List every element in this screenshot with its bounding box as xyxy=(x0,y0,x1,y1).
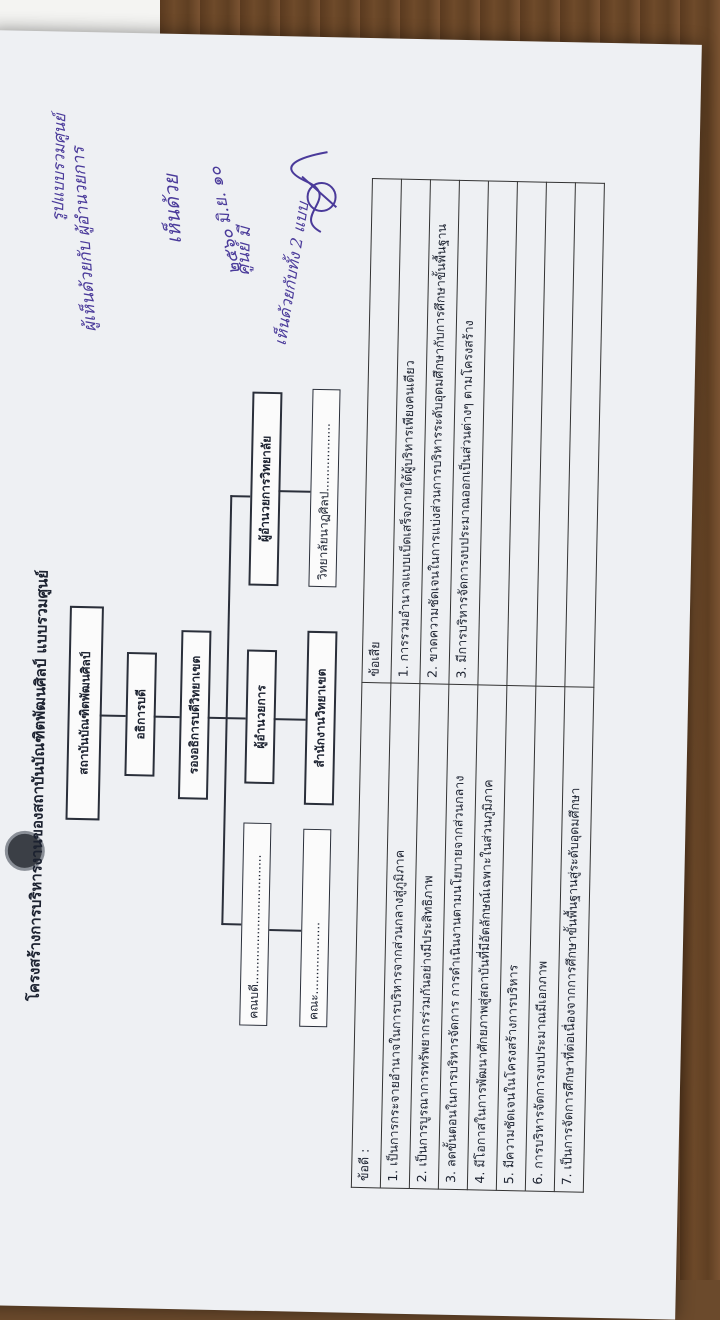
document-sheet: โครงสร้างการบริหารงานของสถาบันบัณฑิตพัฒน… xyxy=(0,30,702,1320)
org-box-institute: สถาบันบัณฑิตพัฒนศิลป์ xyxy=(65,605,104,821)
org-box-director: ผู้อำนวยการ xyxy=(244,649,278,785)
org-connector xyxy=(273,718,306,721)
rotated-document: โครงสร้างการบริหารงานของสถาบันบัณฑิตพัฒน… xyxy=(4,111,668,1284)
org-connector xyxy=(99,714,126,717)
org-connector xyxy=(207,716,226,720)
org-box-dean: คณบดี.................................. xyxy=(239,822,272,1027)
org-box-college-director: ผู้อำนวยการวิทยาลัย xyxy=(248,391,283,587)
org-box-faculty: คณะ................... xyxy=(299,828,332,1028)
org-connector xyxy=(153,715,180,719)
org-box-president: อธิการบดี xyxy=(124,652,157,777)
handwritten-note: รูปแบบรวมศูนย์ xyxy=(48,113,70,222)
document-title: โครงสร้างการบริหารงานของสถาบันบัณฑิตพัฒน… xyxy=(24,569,52,1002)
org-connector xyxy=(221,923,242,926)
handwritten-note: เห็นด้วย xyxy=(158,173,186,245)
handwritten-date: ๒๕๖๐ มิ.ย. ๑๐ xyxy=(205,164,246,276)
org-connector xyxy=(225,717,246,720)
org-box-dramatic-arts-college: วิทยาลัยนาฏศิลป.................. xyxy=(308,388,341,588)
signature xyxy=(290,151,338,233)
org-connector xyxy=(230,495,251,498)
org-box-vice-president: รองอธิการบดีวิทยาเขต xyxy=(177,630,212,800)
org-connector xyxy=(278,490,311,493)
pros-cons-table: ข้อดี : ข้อเสีย 1. เป็นการกระจายอำนาจในก… xyxy=(351,178,605,1193)
org-connector xyxy=(269,929,302,932)
org-connector xyxy=(221,495,233,926)
org-box-campus-office: สำนักงานวิทยาเขต xyxy=(303,630,338,806)
